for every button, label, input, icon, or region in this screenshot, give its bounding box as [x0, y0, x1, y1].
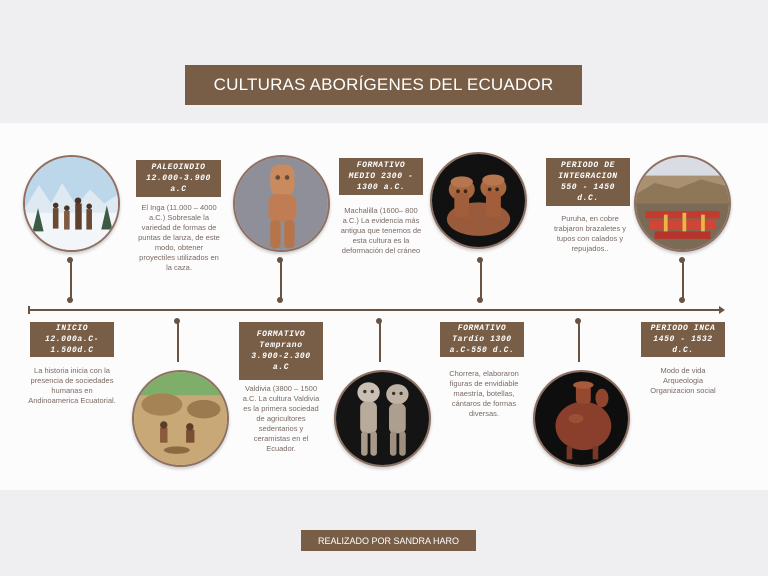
period-description-3: Machalilla (1600– 800 a.C.) La evidencia… [340, 206, 422, 255]
period-dot-3 [376, 318, 382, 324]
paleoindian-camp-icon [134, 372, 227, 465]
period-label-5: PERIODO DE INTEGRACION 550 - 1450 d.C. [546, 158, 630, 206]
timeline-axis-start [28, 306, 30, 314]
valdivia-figurine-icon [235, 157, 328, 250]
timeline-axis [30, 309, 720, 311]
period-label-3: FORMATIVO MEDIO 2300 - 1300 a.C. [339, 158, 423, 195]
period-stem-4 [480, 262, 482, 302]
period-dot-6 [679, 257, 685, 263]
period-label-line: FORMATIVO [256, 330, 306, 339]
period-label-line: INICIO [55, 324, 89, 333]
axis-dot-6 [679, 297, 685, 303]
axis-dot-2 [277, 297, 283, 303]
period-stem-2 [280, 262, 282, 302]
period-label-line: PERIODO INCA [650, 324, 716, 333]
period-dot-2 [277, 257, 283, 263]
period-description-6: Modo de vida Arqueologia Organizacion so… [650, 366, 716, 395]
period-label-line: 1450 - 1532 [653, 335, 713, 344]
period-stem-3 [379, 322, 381, 362]
period-label-line: INTEGRACION [558, 172, 618, 181]
period-image-1 [132, 370, 229, 467]
period-stem-6 [682, 262, 684, 302]
axis-dot-0 [67, 297, 73, 303]
period-description-0: La historia inicia con la presencia de s… [28, 366, 116, 405]
period-label-line: PALEOINDIO [151, 163, 206, 172]
page-title: CULTURAS ABORÍGENES DEL ECUADOR [185, 65, 582, 105]
period-label-line: Tardío 1300 [452, 335, 512, 344]
period-label-line: a.C [272, 363, 290, 372]
period-label-0: INICIO 12.000a.C- 1.500d.C [30, 322, 114, 357]
chorrera-double-vessel-icon [432, 154, 525, 247]
period-label-line: MEDIO 2300 - [348, 172, 414, 181]
period-dot-1 [174, 318, 180, 324]
period-image-5 [533, 370, 630, 467]
period-label-1: PALEOINDIO 12.000-3.900 a.C [136, 160, 221, 197]
puruha-ceramic-vessel-icon [535, 372, 628, 465]
period-label-line: a.C [170, 185, 187, 194]
period-label-line: 1300 a.C. [356, 183, 406, 192]
axis-dot-4 [477, 297, 483, 303]
period-image-3 [334, 370, 431, 467]
period-label-line: d.C. [672, 346, 694, 355]
period-label-line: 550 - 1450 [560, 183, 615, 192]
period-label-line: a.C-550 d.C. [449, 346, 515, 355]
period-label-2: FORMATIVO Temprano 3.900-2.300 a.C [239, 322, 323, 380]
period-image-2 [233, 155, 330, 252]
period-label-6: PERIODO INCA 1450 - 1532 d.C. [641, 322, 725, 357]
period-dot-4 [477, 257, 483, 263]
period-label-line: FORMATIVO [457, 324, 507, 333]
period-label-line: 12.000-3.900 [146, 174, 211, 183]
period-label-line: 1.500d.C [50, 346, 94, 355]
period-image-0 [23, 155, 120, 252]
period-stem-5 [578, 322, 580, 362]
period-stem-0 [70, 262, 72, 302]
period-description-2: Valdivia (3800 – 1500 a.C. La cultura Va… [242, 384, 320, 453]
period-stem-1 [177, 322, 179, 362]
period-label-line: PERIODO DE [560, 161, 615, 170]
period-image-6 [634, 155, 731, 252]
period-label-line: d.C. [577, 194, 599, 203]
inca-festival-icon [636, 157, 729, 250]
period-label-4: FORMATIVO Tardío 1300 a.C-550 d.C. [440, 322, 524, 357]
period-description-5: Puruha, en cobre trabjaron brazaletes y … [553, 214, 627, 253]
period-image-4 [430, 152, 527, 249]
period-description-4: Chorrera, elaboraron figuras de envidiab… [449, 369, 519, 418]
period-label-line: 3.900-2.300 [251, 352, 311, 361]
period-dot-5 [575, 318, 581, 324]
period-label-line: FORMATIVO [356, 161, 406, 170]
early-hunters-snow-icon [25, 157, 118, 250]
machalilla-figurines-icon [336, 372, 429, 465]
period-label-line: 12.000a.C- [44, 335, 99, 344]
footer-credit: REALIZADO POR SANDRA HARO [301, 530, 476, 551]
period-description-1: El Inga (11.000 – 4000 a.C.) Sobresale l… [138, 203, 220, 272]
period-label-line: Temprano [259, 341, 303, 350]
period-dot-0 [67, 257, 73, 263]
timeline-arrow-icon [719, 306, 725, 314]
